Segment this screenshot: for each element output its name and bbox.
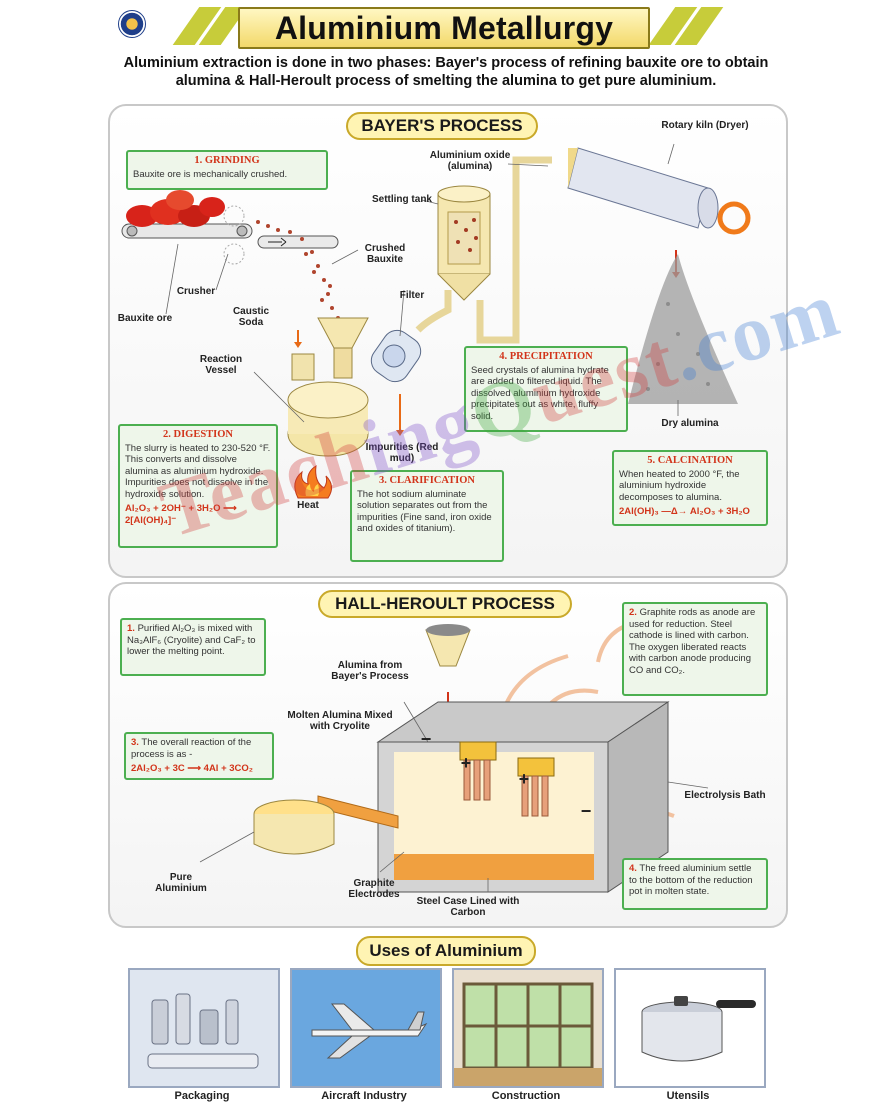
cathode-minus-sign: −: [580, 801, 592, 821]
conveyor-illustration: [121, 190, 339, 265]
step-number: 1.: [127, 623, 135, 634]
label-bauxite-ore: Bauxite ore: [117, 313, 173, 324]
info-title: 1. GRINDING: [194, 155, 260, 166]
step-number: 2.: [629, 607, 637, 618]
cathode-minus-sign: −: [420, 729, 432, 749]
use-card-aircraft: [290, 968, 442, 1088]
use-card-construction: [452, 968, 604, 1088]
pressure-cooker-image: [616, 970, 764, 1086]
info-hall-step-4: 4. The freed aluminium settle to the bot…: [622, 858, 768, 910]
info-text: The overall reaction of the process is a…: [131, 737, 252, 760]
label-pure-aluminium: Pure Aluminium: [155, 872, 207, 894]
info-precipitation: 4. PRECIPITATION Seed crystals of alumin…: [464, 346, 628, 432]
label-settling-tank: Settling tank: [371, 194, 432, 205]
info-title: 2. DIGESTION: [162, 429, 234, 440]
label-electrolysis-bath: Electrolysis Bath: [684, 790, 766, 801]
label-alumina-from: Alumina from Bayer's Process: [331, 660, 409, 682]
reaction-vessel-illustration: [287, 317, 369, 457]
label-graphite-electrodes: Graphite Electrodes: [348, 878, 400, 900]
info-digestion: 2. DIGESTION The slurry is heated to 230…: [118, 424, 278, 548]
page-title: Aluminium Metallurgy: [274, 9, 614, 46]
intro-text: Aluminium extraction is done in two phas…: [123, 55, 769, 89]
use-label-packaging: Packaging: [174, 1090, 230, 1102]
packaging-image: [130, 970, 278, 1086]
info-title: 5. CALCINATION: [647, 455, 733, 466]
hall-heading: HALL-HEROULT PROCESS: [318, 590, 572, 618]
filter-illustration: [370, 329, 422, 436]
label-dry-alumina: Dry alumina: [661, 418, 719, 429]
label-crushed-bauxite: Crushed Bauxite: [364, 243, 406, 265]
aircraft-image: [292, 970, 440, 1086]
step-number: 3.: [131, 737, 139, 748]
info-text: Bauxite ore is mechanically crushed.: [133, 168, 288, 180]
dry-alumina-pile: [628, 254, 738, 404]
use-label-aircraft: Aircraft Industry: [321, 1090, 407, 1102]
bayer-illustration: [121, 143, 751, 499]
title-banner: Aluminium Metallurgy: [238, 7, 650, 49]
label-caustic-soda: Caustic Soda: [232, 306, 270, 328]
info-title: 3. CLARIFICATION: [378, 475, 476, 486]
info-title: 4. PRECIPITATION: [499, 351, 593, 362]
use-label-utensils: Utensils: [666, 1090, 710, 1102]
info-text: The slurry is heated to 230-520 °F. This…: [125, 442, 271, 500]
use-label-construction: Construction: [491, 1090, 561, 1102]
label-molten-alumina: Molten Alumina Mixed with Cryolite: [287, 710, 393, 732]
label-heat: Heat: [297, 500, 319, 511]
info-hall-step-2: 2. Graphite rods as anode are used for r…: [622, 602, 768, 696]
uses-heading: Uses of Aluminium: [356, 936, 536, 966]
info-calcination: 5. CALCINATION When heated to 2000 °F, t…: [612, 450, 768, 526]
settling-tank-illustration: [437, 185, 491, 301]
flame-icon: [294, 465, 332, 499]
info-text: When heated to 2000 °F, the aluminium hy…: [619, 468, 740, 503]
info-clarification: 3. CLARIFICATION The hot sodium aluminat…: [350, 470, 504, 562]
info-text: The hot sodium aluminate solution separa…: [357, 488, 492, 535]
info-text: Purified Al₂O₃ is mixed with Na₃AlF₆ (Cr…: [127, 623, 256, 657]
step-number: 4.: [629, 863, 637, 874]
info-hall-step-1: 1. Purified Al₂O₃ is mixed with Na₃AlF₆ …: [120, 618, 266, 676]
label-aluminium-oxide: Aluminium oxide (alumina): [429, 150, 511, 172]
use-card-utensils: [614, 968, 766, 1088]
label-impurities: Impurities (Red mud): [365, 442, 439, 464]
publisher-logo-icon: [118, 10, 146, 38]
anode-plus-sign: +: [518, 769, 530, 789]
pipe-network: [415, 156, 552, 344]
bayer-heading: BAYER'S PROCESS: [346, 112, 538, 140]
label-filter: Filter: [399, 290, 425, 301]
construction-image: [454, 970, 602, 1086]
info-text: Seed crystals of alumina hydrate are add…: [471, 364, 609, 422]
use-card-packaging: [128, 968, 280, 1088]
info-grinding: 1. GRINDING Bauxite ore is mechanically …: [126, 150, 328, 190]
leader-lines: [199, 701, 709, 892]
pure-aluminium-ladle: [253, 795, 399, 855]
label-crusher: Crusher: [176, 286, 216, 297]
digestion-equation: Al₂O₃ + 2OH⁻ + 3H₂O ⟶ 2[Al(OH)₄]⁻: [125, 503, 237, 526]
info-text: The freed aluminium settle to the bottom…: [629, 863, 753, 897]
info-text: Graphite rods as anode are used for redu…: [629, 607, 756, 676]
overall-reaction-equation: 2Al₂O₃ + 3C ⟶ 4Al + 3CO₂: [131, 763, 254, 774]
leader-lines: [165, 143, 679, 423]
label-rotary-kiln: Rotary kiln (Dryer): [661, 120, 749, 131]
crushed-bauxite-stream: [256, 220, 340, 320]
info-hall-step-3: 3. The overall reaction of the process i…: [124, 732, 274, 780]
rotary-kiln-illustration: [567, 147, 751, 278]
label-steel-case: Steel Case Lined with Carbon: [416, 896, 520, 918]
hall-illustration: [199, 618, 709, 893]
anode-plus-sign: +: [460, 753, 472, 773]
calcination-equation: 2Al(OH)₃ —Δ→ Al₂O₃ + 3H₂O: [619, 506, 750, 517]
label-reaction-vessel: Reaction Vessel: [199, 354, 243, 376]
electrolysis-bath-illustration: [376, 701, 670, 893]
